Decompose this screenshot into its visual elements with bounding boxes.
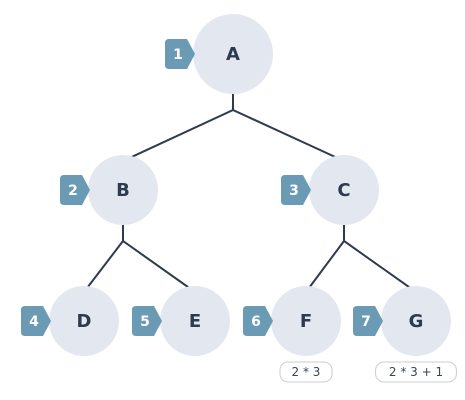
formula-text: 2 * 3 + 1 xyxy=(389,365,443,379)
order-badge-number: 3 xyxy=(289,183,299,199)
edge-B-E xyxy=(122,225,196,293)
order-badge: 5 xyxy=(132,306,162,336)
formula-label: 2 * 3 xyxy=(279,361,333,383)
order-badge: 6 xyxy=(243,306,273,336)
order-badge: 1 xyxy=(165,39,195,69)
node-label: G xyxy=(409,311,424,332)
node-circle xyxy=(49,286,119,356)
order-badge-shape xyxy=(21,306,51,336)
node-circle xyxy=(193,14,273,94)
node-circle xyxy=(381,286,451,356)
edge-line xyxy=(232,94,345,162)
order-badge-shape xyxy=(281,175,311,205)
node-label: B xyxy=(116,180,130,201)
order-badge-shape xyxy=(165,39,195,69)
formula-text: 2 * 3 xyxy=(292,365,321,379)
order-badge-number: 5 xyxy=(140,314,150,330)
tree-node-d: D4 xyxy=(21,286,119,356)
order-badge-shape xyxy=(353,306,383,336)
edge-line xyxy=(343,225,417,293)
node-label: F xyxy=(300,311,312,332)
node-circle xyxy=(88,155,158,225)
node-label: E xyxy=(189,311,201,332)
edge-A-C xyxy=(232,94,345,162)
tree-node-a: A1 xyxy=(165,14,273,94)
formula-box xyxy=(279,361,333,383)
tree-node-g: G 7 2 * 3 + 1 xyxy=(353,286,457,383)
order-badge: 7 xyxy=(353,306,383,336)
order-badge-number: 6 xyxy=(251,314,261,330)
node-label: D xyxy=(77,311,92,332)
order-badge-number: 2 xyxy=(68,183,78,199)
formula-box xyxy=(375,361,457,383)
order-badge: 2 xyxy=(60,175,90,205)
edge-line xyxy=(305,225,345,293)
order-badge-number: 4 xyxy=(29,314,39,330)
edge-line xyxy=(122,225,196,293)
tree-node-c: C3 xyxy=(281,155,379,225)
edge-B-D xyxy=(83,225,124,293)
order-badge-shape xyxy=(60,175,90,205)
tree-node-e: E5 xyxy=(132,286,230,356)
node-circle xyxy=(160,286,230,356)
node-circle xyxy=(271,286,341,356)
formula-label: 2 * 3 + 1 xyxy=(375,361,457,383)
order-badge-shape xyxy=(132,306,162,336)
order-badge: 3 xyxy=(281,175,311,205)
edge-C-G xyxy=(343,225,417,293)
edge-C-F xyxy=(305,225,345,293)
node-label: A xyxy=(226,44,240,65)
order-badge: 4 xyxy=(21,306,51,336)
node-label: C xyxy=(337,180,350,201)
tree-node-f: F 6 2 * 3 xyxy=(243,286,341,383)
edge-line xyxy=(122,94,234,162)
order-badge-shape xyxy=(243,306,273,336)
edges-layer xyxy=(83,94,417,293)
node-circle xyxy=(309,155,379,225)
tree-node-b: B2 xyxy=(60,155,158,225)
order-badge-number: 1 xyxy=(173,47,183,63)
edge-A-B xyxy=(122,94,234,162)
edge-line xyxy=(83,225,124,293)
order-badge-number: 7 xyxy=(361,314,371,330)
